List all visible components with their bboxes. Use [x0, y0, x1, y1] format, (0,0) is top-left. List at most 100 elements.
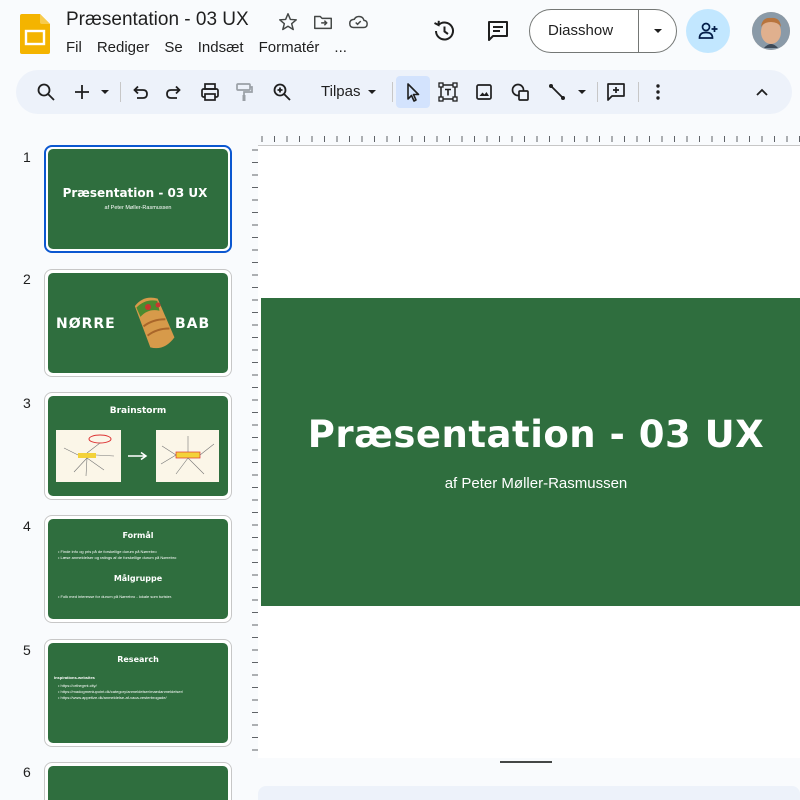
line-icon[interactable] — [546, 81, 568, 103]
document-title[interactable]: Præsentation - 03 UX — [66, 9, 249, 30]
thumb-title-left: NØRRE — [56, 316, 116, 332]
toolbar-separator — [597, 82, 598, 102]
slide-number: 2 — [23, 271, 31, 287]
insert-image-icon[interactable] — [473, 81, 495, 103]
notes-resize-handle[interactable] — [500, 761, 552, 763]
star-icon[interactable] — [277, 11, 299, 33]
slide-thumbnail-2[interactable]: NØRRE BAB — [44, 269, 232, 377]
mindmap-image-2 — [156, 430, 219, 482]
share-button[interactable] — [686, 9, 730, 53]
slide-thumbnail-content: Præsentation - 03 UX af Peter Møller-Ras… — [48, 149, 228, 249]
slide-number: 6 — [23, 764, 31, 780]
paint-format-icon[interactable] — [233, 81, 255, 103]
speaker-notes-panel[interactable] — [258, 786, 800, 800]
slide-thumbnail-1[interactable]: Præsentation - 03 UX af Peter Møller-Ras… — [44, 145, 232, 253]
print-icon[interactable] — [199, 81, 221, 103]
thumb-bullet: • Finde info og pris på de forskellige d… — [58, 549, 157, 554]
search-menus-icon[interactable] — [35, 81, 57, 103]
slide-number: 5 — [23, 642, 31, 658]
new-slide-icon[interactable] — [71, 81, 93, 103]
slide-thumbnail-3[interactable]: Brainstorm — [44, 392, 232, 500]
thumb-title: Formål — [122, 531, 154, 540]
current-slide[interactable]: Præsentation - 03 UX af Peter Møller-Ras… — [261, 298, 800, 606]
slide-number: 1 — [23, 149, 31, 165]
slide-title[interactable]: Præsentation - 03 UX — [307, 413, 765, 456]
menu-edit[interactable]: Rediger — [96, 39, 150, 56]
thumb-subheading: Inspirations-websites — [54, 675, 95, 680]
thumb-link: • https://madogmeniupoint.dk/category/an… — [58, 689, 184, 694]
vertical-ruler — [252, 149, 258, 751]
slide-thumbnail-5[interactable]: Research Inspirations-websites • https:/… — [44, 639, 232, 747]
editing-toolbar: Tilpas — [16, 70, 792, 114]
move-to-folder-icon[interactable] — [312, 11, 334, 33]
hide-menus-chevron-up-icon[interactable] — [751, 81, 773, 103]
slide-thumbnail-content — [48, 766, 228, 800]
thumb-subtitle: Målgruppe — [113, 574, 163, 583]
menu-format[interactable]: Formatér — [258, 39, 320, 56]
slideshow-divider — [638, 10, 639, 52]
menu-insert[interactable]: Indsæt — [197, 39, 244, 56]
arrow-right-icon — [128, 451, 148, 461]
thumb-link-text: https://www.appetize.dk/anmeldelse-af-va… — [60, 695, 167, 700]
slide-subtitle[interactable]: af Peter Møller-Rasmussen — [444, 475, 628, 492]
slide-thumbnail-content: NØRRE BAB — [48, 273, 228, 373]
thumb-bullet-text: Læse anmeldelser og ratings af de forske… — [60, 555, 177, 560]
toolbar-separator — [392, 82, 393, 102]
slideshow-button[interactable]: Diasshow — [529, 9, 677, 53]
menu-file[interactable]: Fil — [66, 39, 82, 56]
slide-thumbnail-content: Brainstorm — [48, 396, 228, 496]
cloud-saved-icon[interactable] — [347, 11, 369, 33]
redo-icon[interactable] — [163, 81, 185, 103]
slide-filmstrip: 1 Præsentation - 03 UX af Peter Møller-R… — [0, 130, 258, 800]
slideshow-label: Diasshow — [548, 22, 614, 39]
slide-thumbnail-4[interactable]: Formål • Finde info og pris på de forske… — [44, 515, 232, 623]
mindmap-image — [56, 430, 121, 482]
version-history-icon[interactable] — [430, 17, 458, 45]
select-tool-button[interactable] — [396, 76, 430, 108]
slide-number: 4 — [23, 518, 31, 534]
cursor-arrow-icon — [407, 83, 420, 102]
slide-thumbnail-content: Formål • Finde info og pris på de forske… — [48, 519, 228, 619]
line-dropdown-icon[interactable] — [575, 81, 589, 103]
toolbar-separator — [638, 82, 639, 102]
app-header: Præsentation - 03 UX Fil Rediger Se Inds… — [0, 0, 800, 66]
thumb-subtitle: af Peter Møller-Rasmussen — [104, 205, 172, 211]
comments-icon[interactable] — [484, 17, 512, 45]
thumb-link: • https://orthegrnt.city/ — [58, 683, 97, 688]
durum-wrap-image — [134, 297, 175, 349]
menu-bar: Fil Rediger Se Indsæt Formatér ... — [66, 39, 362, 56]
thumb-link-text: https://madogmeniupoint.dk/category/anme… — [60, 689, 184, 694]
thumb-bullet: • Læse anmeldelser og ratings af de fors… — [58, 555, 177, 560]
menu-more[interactable]: ... — [334, 39, 347, 56]
shape-icon[interactable] — [509, 81, 531, 103]
avatar-image — [752, 12, 790, 50]
zoom-icon[interactable] — [271, 81, 293, 103]
thumb-bullet: • Folk med interesse for durum på Nørreb… — [58, 594, 173, 599]
thumb-bullet-text: Finde info og pris på de forskellige dur… — [60, 549, 157, 554]
horizontal-ruler — [258, 136, 800, 146]
user-avatar[interactable] — [752, 12, 790, 50]
more-options-icon[interactable] — [647, 81, 669, 103]
menu-view[interactable]: Se — [164, 39, 183, 56]
add-person-icon — [698, 22, 718, 39]
slideshow-dropdown-icon[interactable] — [651, 24, 665, 38]
new-slide-dropdown-icon[interactable] — [98, 81, 112, 103]
thumb-bullet-text: Folk med interesse for durum på Nørrebro… — [60, 594, 173, 599]
slide-thumbnail-6[interactable] — [44, 762, 232, 800]
add-comment-icon[interactable] — [605, 81, 627, 103]
slide-number: 3 — [23, 395, 31, 411]
undo-icon[interactable] — [129, 81, 151, 103]
zoom-dropdown-icon[interactable] — [365, 81, 379, 103]
thumb-title: Research — [117, 655, 159, 664]
zoom-select-label[interactable]: Tilpas — [321, 83, 361, 100]
thumb-link: • https://www.appetize.dk/anmeldelse-af-… — [58, 695, 167, 700]
thumb-link-text: https://orthegrnt.city/ — [60, 683, 97, 688]
text-box-icon[interactable] — [437, 81, 459, 103]
toolbar-separator — [120, 82, 121, 102]
slide-thumbnail-content: Research Inspirations-websites • https:/… — [48, 643, 228, 743]
thumb-title: Præsentation - 03 UX — [62, 186, 208, 200]
thumb-title-right: BAB — [175, 316, 211, 332]
slides-logo-icon[interactable] — [20, 14, 50, 54]
thumb-title: Brainstorm — [109, 406, 167, 416]
